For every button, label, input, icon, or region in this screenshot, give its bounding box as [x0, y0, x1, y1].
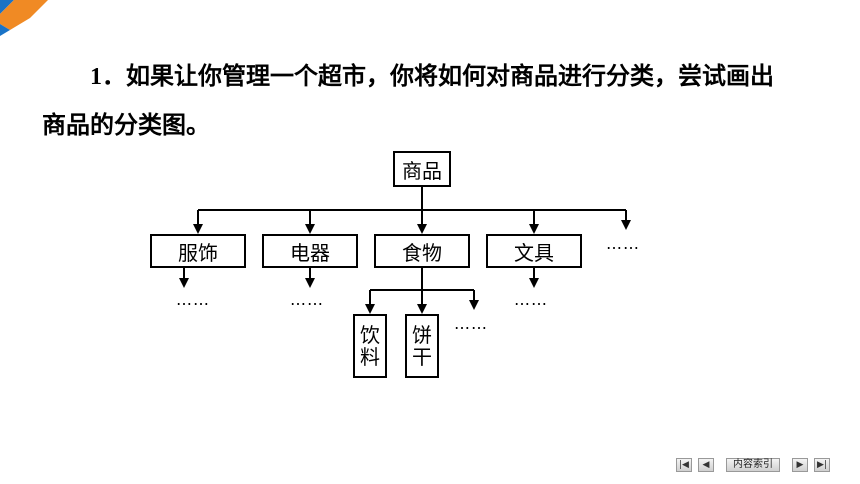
- subcategory-node-biscuits: 饼 干: [405, 314, 439, 378]
- category-node-food: 食物: [374, 234, 470, 268]
- ellipsis-appliance-items: ……: [290, 290, 324, 309]
- slide-navigation: |◀ ◀ 内容索引 ▶ ▶|: [676, 456, 836, 474]
- content-index-button[interactable]: 内容索引: [726, 458, 780, 472]
- ellipsis-food-items: ……: [454, 314, 488, 333]
- corner-decoration: [0, 0, 48, 36]
- category-label-clothing: 服饰: [178, 240, 218, 265]
- next-slide-button[interactable]: ▶: [792, 458, 808, 472]
- root-node-label: 商品: [402, 158, 442, 183]
- subcategory-biscuits-char-2: 干: [412, 345, 432, 369]
- ellipsis-more-categories: ……: [606, 234, 640, 253]
- subcategory-biscuits-char-1: 饼: [412, 323, 432, 347]
- category-label-appliances: 电器: [290, 240, 330, 265]
- previous-slide-button[interactable]: ◀: [698, 458, 714, 472]
- ellipsis-stationery-items: ……: [514, 290, 548, 309]
- category-label-stationery: 文具: [514, 240, 554, 265]
- question-number: 1．: [90, 64, 126, 90]
- question-line-1: 如果让你管理一个超市，你将如何对商品进行分类，尝试画出: [126, 62, 774, 90]
- category-label-food: 食物: [402, 240, 442, 265]
- question-line-2: 商品的分类图。: [42, 111, 210, 139]
- ellipsis-clothing-items: ……: [176, 290, 210, 309]
- first-slide-button[interactable]: |◀: [676, 458, 692, 472]
- subcategory-node-drinks: 饮 料: [353, 314, 387, 378]
- category-node-stationery: 文具: [486, 234, 582, 268]
- category-node-appliances: 电器: [262, 234, 358, 268]
- subcategory-drinks-char-2: 料: [360, 345, 380, 369]
- question-text: 1．如果让你管理一个超市，你将如何对商品进行分类，尝试画出 商品的分类图。: [42, 52, 832, 149]
- subcategory-drinks-char-1: 饮: [360, 323, 380, 347]
- root-node-box: 商品: [393, 151, 451, 187]
- category-node-clothing: 服饰: [150, 234, 246, 268]
- last-slide-button[interactable]: ▶|: [814, 458, 830, 472]
